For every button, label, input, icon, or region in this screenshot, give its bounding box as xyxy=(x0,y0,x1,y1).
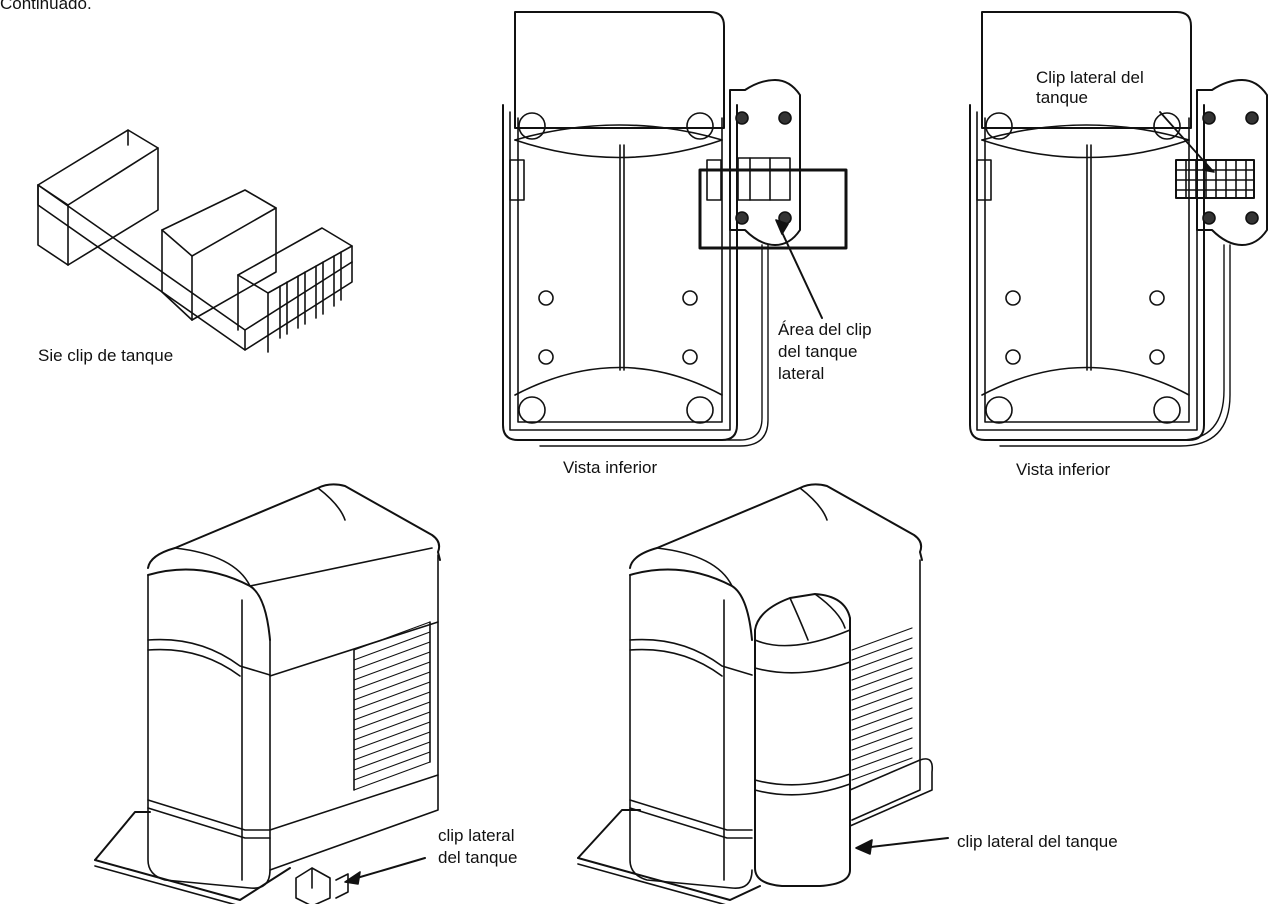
bottom-left-clip-label-line2: del tanque xyxy=(438,848,518,867)
clip-area-label-line3: lateral xyxy=(778,364,825,383)
side-tank-clip-part xyxy=(37,129,353,353)
bottom-view-caption-right: Vista inferior xyxy=(1016,460,1111,479)
bottom-view-caption-left: Vista inferior xyxy=(563,458,658,477)
side-tank-clip-label-line1: Clip lateral del xyxy=(1036,68,1144,87)
bottom-left-clip-label-line1: clip lateral xyxy=(438,826,515,845)
bottom-right-clip-label: clip lateral del tanque xyxy=(957,832,1118,851)
header-text: Continuado. xyxy=(0,0,92,13)
clip-area-label-line1: Área del clip xyxy=(778,320,872,339)
bottom-view-right xyxy=(969,11,1268,447)
bottom-view-middle xyxy=(502,11,848,447)
machine-with-detached-clip xyxy=(94,483,441,904)
clip-area-label-line2: del tanque xyxy=(778,342,858,361)
side-clip-caption: Sie clip de tanque xyxy=(38,346,174,365)
side-tank-clip-label-line2: tanque xyxy=(1036,88,1088,107)
machine-with-side-tank xyxy=(577,483,949,904)
